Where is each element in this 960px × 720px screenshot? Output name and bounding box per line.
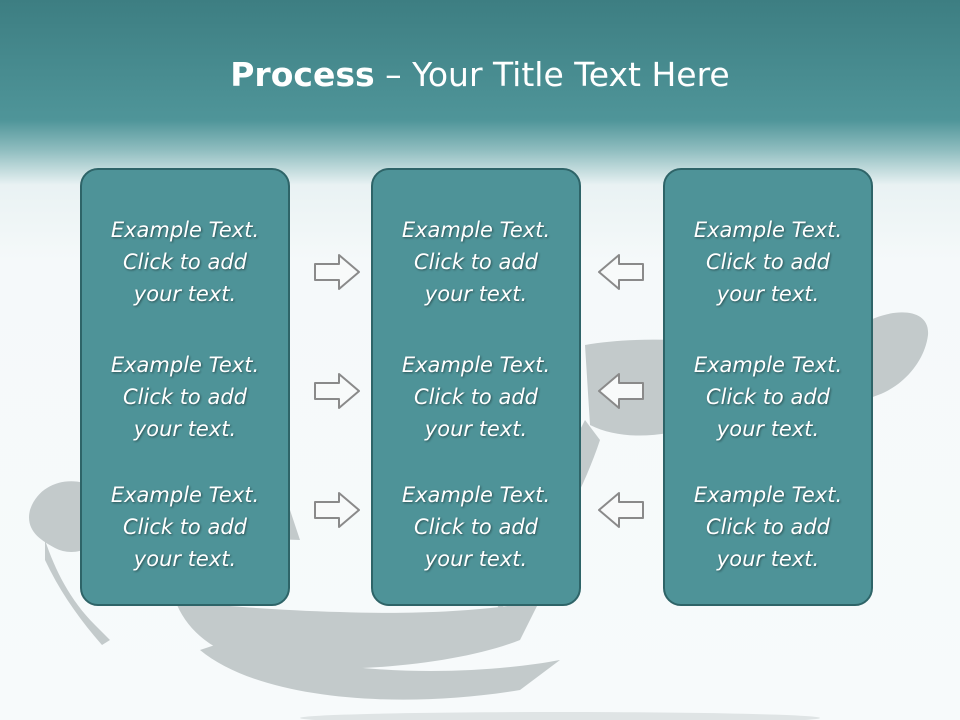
panel-left[interactable]: Example Text. Click to add your text. Ex…	[80, 168, 290, 606]
text-block[interactable]: Example Text. Click to add your text.	[82, 214, 288, 310]
arrow-right-icon[interactable]	[313, 371, 361, 411]
text-line: Click to add	[705, 515, 830, 539]
arrow-left-icon[interactable]	[597, 252, 645, 292]
arrow-left-icon[interactable]	[597, 371, 645, 411]
text-block[interactable]: Example Text. Click to add your text.	[82, 479, 288, 575]
text-line: your text.	[133, 547, 237, 571]
text-line: your text.	[133, 417, 237, 441]
text-line: Example Text.	[401, 353, 551, 377]
slide-title[interactable]: Process – Your Title Text Here	[0, 52, 960, 98]
text-line: your text.	[424, 282, 528, 306]
text-line: your text.	[424, 417, 528, 441]
title-bold: Process	[230, 55, 375, 94]
text-block[interactable]: Example Text. Click to add your text.	[373, 479, 579, 575]
text-line: Click to add	[413, 250, 538, 274]
arrow-right-icon[interactable]	[313, 490, 361, 530]
text-line: Example Text.	[110, 353, 260, 377]
text-block[interactable]: Example Text. Click to add your text.	[665, 349, 871, 445]
text-line: your text.	[716, 417, 820, 441]
text-line: Example Text.	[693, 218, 843, 242]
text-block[interactable]: Example Text. Click to add your text.	[82, 349, 288, 445]
text-block[interactable]: Example Text. Click to add your text.	[665, 479, 871, 575]
text-line: Example Text.	[401, 218, 551, 242]
panel-middle[interactable]: Example Text. Click to add your text. Ex…	[371, 168, 581, 606]
text-block[interactable]: Example Text. Click to add your text.	[373, 214, 579, 310]
text-line: your text.	[133, 282, 237, 306]
text-block[interactable]: Example Text. Click to add your text.	[373, 349, 579, 445]
text-block[interactable]: Example Text. Click to add your text.	[665, 214, 871, 310]
text-line: Example Text.	[401, 483, 551, 507]
text-line: your text.	[424, 547, 528, 571]
title-rest: – Your Title Text Here	[374, 55, 730, 94]
text-line: Example Text.	[693, 353, 843, 377]
text-line: Example Text.	[110, 483, 260, 507]
text-line: your text.	[716, 547, 820, 571]
text-line: Click to add	[122, 515, 247, 539]
text-line: Click to add	[413, 385, 538, 409]
text-line: Example Text.	[693, 483, 843, 507]
arrow-left-icon[interactable]	[597, 490, 645, 530]
text-line: Click to add	[705, 385, 830, 409]
text-line: Click to add	[122, 250, 247, 274]
text-line: Click to add	[413, 515, 538, 539]
text-line: Example Text.	[110, 218, 260, 242]
text-line: your text.	[716, 282, 820, 306]
panel-right[interactable]: Example Text. Click to add your text. Ex…	[663, 168, 873, 606]
text-line: Click to add	[122, 385, 247, 409]
text-line: Click to add	[705, 250, 830, 274]
arrow-right-icon[interactable]	[313, 252, 361, 292]
